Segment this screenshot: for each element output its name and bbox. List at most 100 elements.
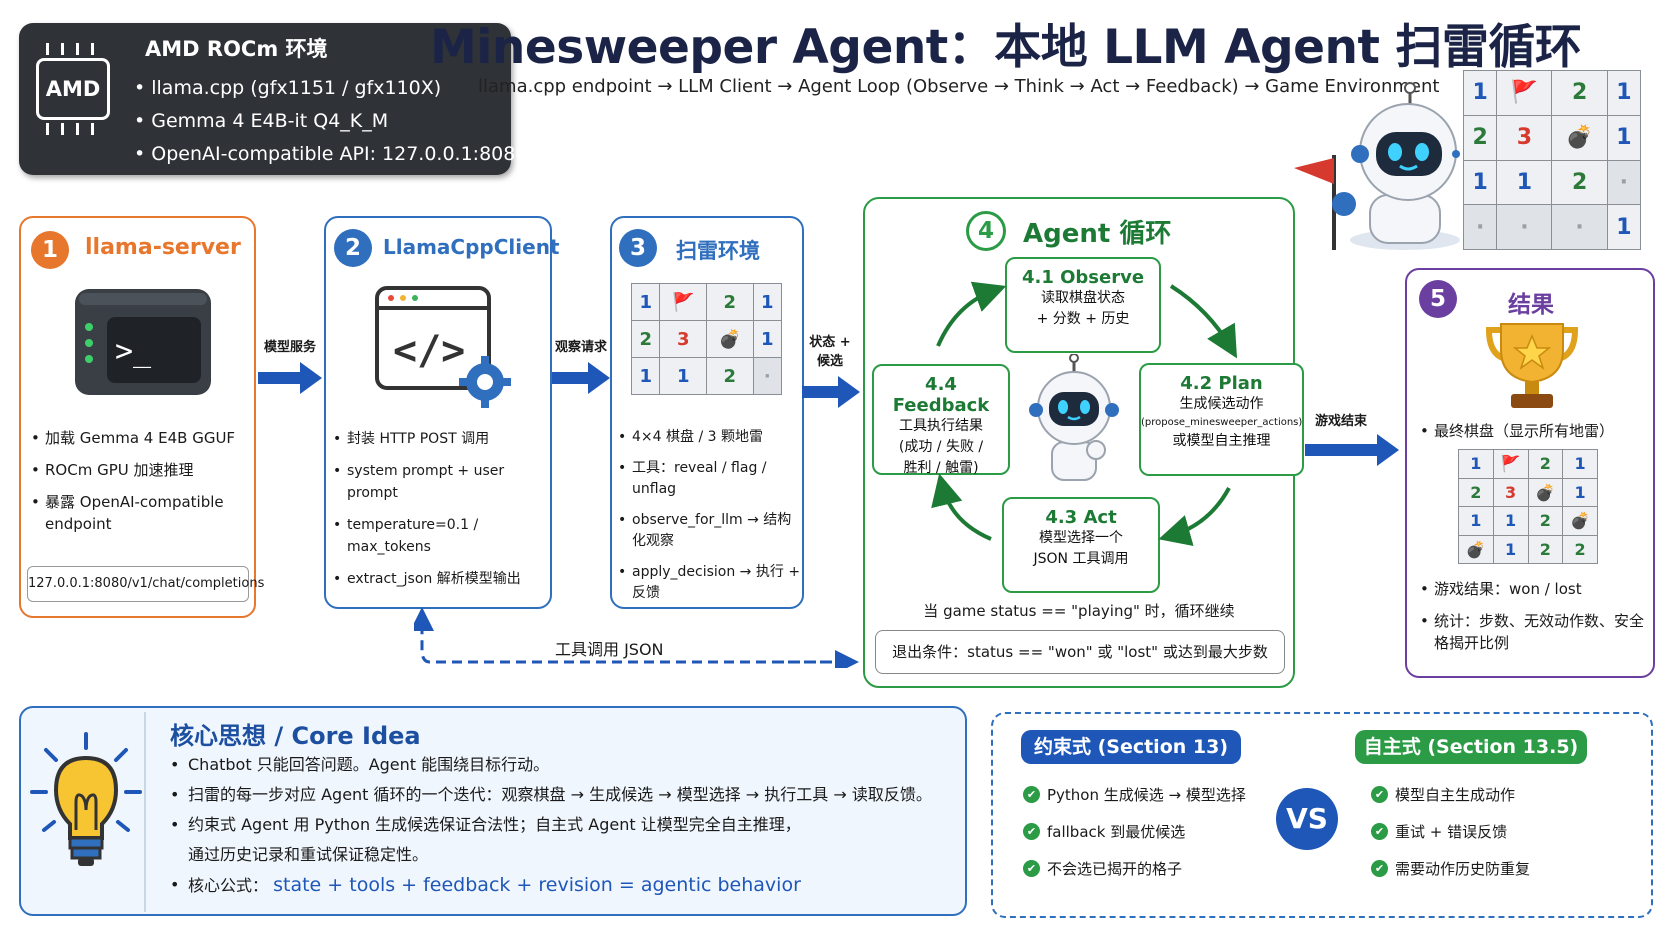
board-cell: 1 <box>1492 506 1529 536</box>
step1-bullet: 加载 Gemma 4 E4B GGUF <box>31 427 249 449</box>
loop-observe-line: 读取棋盘状态 <box>1041 290 1125 306</box>
board-cell: 3 <box>1496 114 1553 161</box>
board-cell: 2 <box>1551 70 1608 116</box>
step3-number: 3 <box>619 229 657 267</box>
env-line: • Gemma 4 E4B-it Q4_K_M <box>134 110 389 132</box>
loop-cycle-arrows <box>931 281 1238 546</box>
loop-feedback-line: 胜利 / 触雷) <box>903 460 979 476</box>
board-cell: 1 <box>1458 449 1494 479</box>
step4-title: Agent 循环 <box>1023 219 1172 249</box>
robot-flag-icon <box>1294 82 1460 250</box>
board-cell: 1 <box>1606 114 1642 161</box>
step5-bullet: 统计：步数、无效动作数、安全格揭开比例 <box>1420 610 1652 654</box>
board-cell: 2 <box>1562 534 1598 564</box>
step1-bullet: ROCm GPU 加速推理 <box>31 459 249 481</box>
board-cell: 2 <box>1527 506 1564 536</box>
board-cell: · <box>1606 159 1642 206</box>
step1-card <box>19 216 256 618</box>
loop-plan-line: 生成候选动作 <box>1179 396 1264 412</box>
loop-exit-note: 退出条件：status == "won" 或 "lost" 或达到最大步数 <box>875 630 1285 674</box>
board-cell: 2 <box>705 283 754 321</box>
board-cell: 2 <box>1527 449 1564 479</box>
svg-text:</>: </> <box>393 328 465 374</box>
autonomous-agent-label: 自主式 (Section 13.5) <box>1355 730 1587 764</box>
board-cell: 💣 <box>1551 114 1608 161</box>
robot-thinking-icon <box>1029 354 1119 481</box>
step2-bullet: 封装 HTTP POST 调用 <box>333 428 548 450</box>
board-cell: 🚩 <box>1496 70 1553 116</box>
core-formula-label: 核心公式： <box>188 876 269 895</box>
board-cell: · <box>1496 204 1553 250</box>
board-cell: 💣 <box>1562 506 1598 536</box>
step3-bullets: 4×4 棋盘 / 3 颗地雷 工具：reveal / flag / unflag… <box>618 427 802 614</box>
check-item: 重试 + 错误反馈 <box>1371 821 1530 843</box>
page-subtitle: llama.cpp endpoint → LLM Client → Agent … <box>478 76 1440 97</box>
board-cell: 3 <box>1492 477 1529 507</box>
board-cell: 1 <box>659 357 707 395</box>
arrow-right-icon <box>552 362 610 394</box>
step2-bullets: 封装 HTTP POST 调用 system prompt + user pro… <box>333 428 548 600</box>
chip-pins-top <box>36 43 110 55</box>
step3-bullet: apply_decision → 执行 + 反馈 <box>618 562 802 604</box>
board-cell: 1 <box>1606 204 1642 250</box>
loop-plan-line: (propose_minesweeper_actions) <box>1141 417 1303 428</box>
env-badge-lines: • llama.cpp (gfx1151 / gfx110X) • Gemma … <box>134 72 527 171</box>
board-cell: 2 <box>1458 477 1494 507</box>
board-cell: · <box>1551 204 1608 250</box>
svg-text:>_: >_ <box>115 334 152 369</box>
constrained-agent-list: Python 生成候选 → 模型选择 fallback 到最优候选 不会选已揭开… <box>1023 784 1246 895</box>
core-formula-line: 核心公式： state + tools + feedback + revisio… <box>170 870 932 901</box>
loop-plan-title: 4.2 Plan <box>1180 373 1263 394</box>
step5-bullets-bottom: 游戏结果：won / lost 统计：步数、无效动作数、安全格揭开比例 <box>1420 578 1652 664</box>
board-cell: 1 <box>1462 159 1498 206</box>
board-cell: 1 <box>630 283 661 321</box>
board-cell: 🚩 <box>659 283 707 321</box>
board-row: ···1 <box>1462 204 1642 250</box>
board-cell: 2 <box>630 320 661 358</box>
core-idea-line: 扫雷的每一步对应 Agent 循环的一个迭代：观察棋盘 → 生成候选 → 模型选… <box>170 780 932 810</box>
board-cell: 3 <box>659 320 707 358</box>
arrow-right-icon <box>258 362 322 394</box>
step1-number: 1 <box>31 231 69 269</box>
env-line: • llama.cpp (gfx1151 / gfx110X) <box>134 77 442 99</box>
loop-feedback-title: 4.4 Feedback <box>892 374 990 416</box>
loop-observe-box: 4.1 Observe 读取棋盘状态 + 分数 + 历史 <box>1005 257 1161 353</box>
board-cell: 💣 <box>1458 534 1494 564</box>
arrow-right-icon <box>802 376 860 408</box>
board-cell: 1 <box>752 283 783 321</box>
step5-title: 结果 <box>1508 292 1554 318</box>
step3-bullet: 4×4 棋盘 / 3 颗地雷 <box>618 427 802 448</box>
step4-number: 4 <box>966 211 1006 251</box>
board-cell: 2 <box>705 357 754 395</box>
board-cell: 1 <box>1492 534 1529 564</box>
arrow-right-icon <box>1305 434 1399 466</box>
core-idea-line: Chatbot 只能回答问题。Agent 能围绕目标行动。 <box>170 750 932 780</box>
loop-feedback-line: 工具执行结果 <box>899 418 983 434</box>
loop-observe-title: 4.1 Observe <box>1021 267 1145 288</box>
env-badge-title: AMD ROCm 环境 <box>145 37 328 61</box>
step5-bullet-top: 最终棋盘（显示所有地雷） <box>1420 420 1652 452</box>
env-line: • OpenAI-compatible API: 127.0.0.1:8080 <box>134 143 528 165</box>
board-cell: 2 <box>1527 534 1564 564</box>
arrow-label-game-over: 游戏结束 <box>1314 414 1367 429</box>
code-gear-icon: </> <box>375 286 511 408</box>
page-title: Minesweeper Agent：本地 LLM Agent 扫雷循环 <box>430 20 1582 75</box>
step1-title: llama-server <box>85 235 241 260</box>
core-idea-title: 核心思想 / Core Idea <box>170 722 421 750</box>
board-cell: 1 <box>1496 159 1553 206</box>
board-cell: 1 <box>1562 477 1598 507</box>
board-cell: 1 <box>630 357 661 395</box>
env-badge <box>19 23 511 175</box>
core-idea-line-cont: 通过历史记录和重试保证稳定性。 <box>188 845 429 864</box>
lightbulb-icon <box>30 732 142 866</box>
